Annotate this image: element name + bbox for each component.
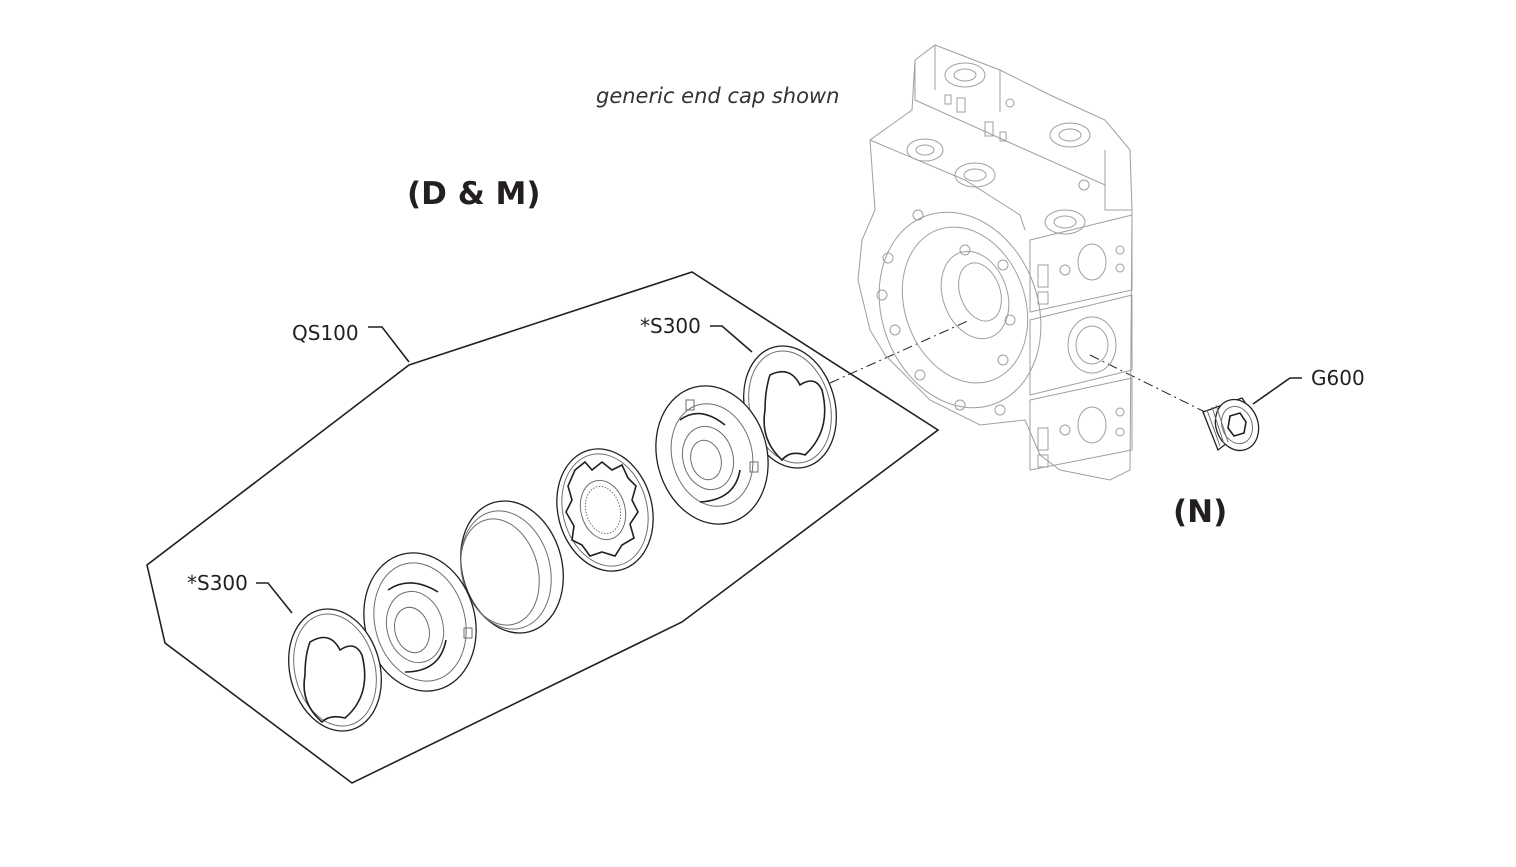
g600-plug <box>1202 397 1260 452</box>
s300-top-seal <box>743 345 837 469</box>
end-cap-note: generic end cap shown <box>596 84 840 108</box>
axis-line-left <box>829 319 971 384</box>
part-label-s300-top: *S300 <box>640 314 701 338</box>
gear-set <box>556 448 654 572</box>
end-cap-housing <box>857 44 1133 481</box>
s300-top-leader <box>710 325 753 353</box>
s300-bottom-leader <box>256 582 293 614</box>
qs100-leader <box>368 326 410 363</box>
port-plate-right <box>655 385 769 525</box>
variant-label-dm: (D & M) <box>407 176 541 212</box>
s300-bottom-seal <box>288 608 382 732</box>
g600-leader <box>1252 377 1302 405</box>
part-label-s300-bottom: *S300 <box>187 571 248 595</box>
port-plate-left <box>363 552 477 692</box>
kit-outline <box>146 271 940 784</box>
variant-label-n: (N) <box>1173 494 1228 530</box>
gear-ring <box>460 500 564 634</box>
part-label-qs100: QS100 <box>292 321 359 345</box>
part-label-g600: G600 <box>1311 366 1365 390</box>
